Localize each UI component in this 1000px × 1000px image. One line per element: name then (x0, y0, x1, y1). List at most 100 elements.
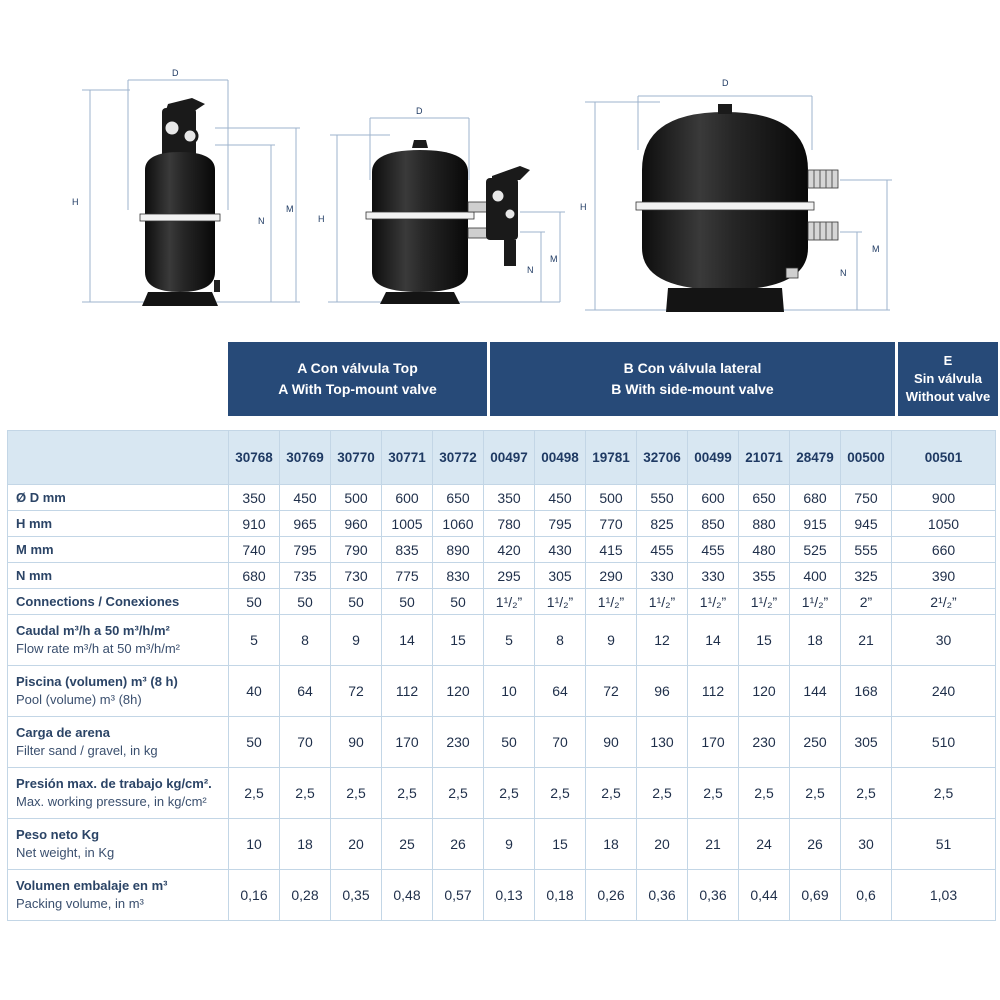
table-cell: 51 (891, 818, 996, 870)
row-label-primary: N mm (16, 567, 53, 583)
row-label-secondary: Flow rate m³/h at 50 m³/h/m² (16, 641, 180, 656)
table-cell: 9 (585, 614, 637, 666)
table-cell: 825 (636, 510, 688, 537)
row-label-primary: Peso neto Kg (16, 827, 100, 842)
row-label-secondary: Max. working pressure, in kg/cm² (16, 794, 207, 809)
table-cell: 72 (330, 665, 382, 717)
row-label-primary: Presión max. de trabajo kg/cm². (16, 776, 212, 791)
table-cell: 15 (534, 818, 586, 870)
table-cell: 25 (381, 818, 433, 870)
table-cell: 1¹/₂” (483, 588, 535, 615)
dim-h-label: H (580, 202, 587, 212)
table-cell: 730 (330, 562, 382, 589)
table-cell: 450 (534, 484, 586, 511)
table-cell: 525 (789, 536, 841, 563)
table-cell: 0,6 (840, 869, 892, 921)
table-cell: 64 (534, 665, 586, 717)
table-cell: 26 (432, 818, 484, 870)
table-cell: 230 (738, 716, 790, 768)
table-cell: 600 (687, 484, 739, 511)
table-cell: 660 (891, 536, 996, 563)
table-cell: 2,5 (279, 767, 331, 819)
column-header: 30768 (228, 430, 280, 485)
dim-n-label: N (258, 216, 265, 226)
table-cell: 24 (738, 818, 790, 870)
dim-n-label: N (527, 265, 534, 275)
row-label-secondary: Net weight, in Kg (16, 845, 115, 860)
row-label: Connections / Conexiones (7, 588, 229, 615)
table-cell: 355 (738, 562, 790, 589)
table-cell: 2,5 (687, 767, 739, 819)
dim-m-label: M (550, 254, 558, 264)
table-cell: 510 (891, 716, 996, 768)
table-cell: 2,5 (381, 767, 433, 819)
table-cell: 30 (840, 818, 892, 870)
row-label-primary: Ø D mm (16, 489, 66, 505)
table-cell: 2,5 (738, 767, 790, 819)
table-cell: 960 (330, 510, 382, 537)
row-label-secondary: Packing volume, in m³ (16, 896, 144, 911)
table-cell: 775 (381, 562, 433, 589)
table-cell: 112 (381, 665, 433, 717)
row-label-primary: Piscina (volumen) m³ (8 h) (16, 674, 178, 689)
table-cell: 770 (585, 510, 637, 537)
row-label: M mm (7, 536, 229, 563)
table-cell: 795 (279, 536, 331, 563)
table-row: Presión max. de trabajo kg/cm². Max. work… (7, 767, 996, 819)
table-cell: 1¹/₂” (585, 588, 637, 615)
group-b-title-en: B With side-mount valve (611, 381, 774, 397)
table-cell: 890 (432, 536, 484, 563)
table-cell: 14 (687, 614, 739, 666)
table-cell: 740 (228, 536, 280, 563)
table-cell: 420 (483, 536, 535, 563)
row-label: Presión max. de trabajo kg/cm². Max. work… (7, 767, 229, 819)
column-header: 00499 (687, 430, 739, 485)
table-cell: 21 (840, 614, 892, 666)
row-label-primary: Carga de arena (16, 725, 110, 740)
column-header: 00500 (840, 430, 892, 485)
row-label: Peso neto Kg Net weight, in Kg (7, 818, 229, 870)
table-cell: 2,5 (432, 767, 484, 819)
table-cell: 965 (279, 510, 331, 537)
filter-a-drawing: D H N M (72, 68, 300, 306)
table-cell: 5 (483, 614, 535, 666)
table-row: Piscina (volumen) m³ (8 h)Pool (volume) … (7, 665, 996, 717)
table-cell: 72 (585, 665, 637, 717)
table-cell: 50 (228, 716, 280, 768)
table-cell: 15 (432, 614, 484, 666)
table-cell: 1¹/₂” (738, 588, 790, 615)
table-cell: 390 (891, 562, 996, 589)
filter-b-drawing: D H N M (318, 106, 565, 304)
table-cell: 2,5 (330, 767, 382, 819)
table-cell: 330 (687, 562, 739, 589)
table-cell: 415 (585, 536, 637, 563)
table-cell: 50 (381, 588, 433, 615)
table-cell: 2” (840, 588, 892, 615)
table-cell: 680 (789, 484, 841, 511)
table-cell: 330 (636, 562, 688, 589)
dim-d-label: D (722, 78, 729, 88)
group-a-title-es: A Con válvula Top (297, 360, 418, 376)
column-header: 00497 (483, 430, 535, 485)
table-cell: 0,13 (483, 869, 535, 921)
table-cell: 790 (330, 536, 382, 563)
column-header: 32706 (636, 430, 688, 485)
table-cell: 0,48 (381, 869, 433, 921)
table-cell: 50 (483, 716, 535, 768)
dim-h-label: H (318, 214, 325, 224)
row-label-secondary: Filter sand / gravel, in kg (16, 743, 158, 758)
table-cell: 0,57 (432, 869, 484, 921)
filter-e-drawing: D H N M (580, 78, 892, 312)
table-cell: 780 (483, 510, 535, 537)
table-cell: 10 (228, 818, 280, 870)
row-label-primary: Connections / Conexiones (16, 593, 180, 609)
table-cell: 915 (789, 510, 841, 537)
table-cell: 1050 (891, 510, 996, 537)
